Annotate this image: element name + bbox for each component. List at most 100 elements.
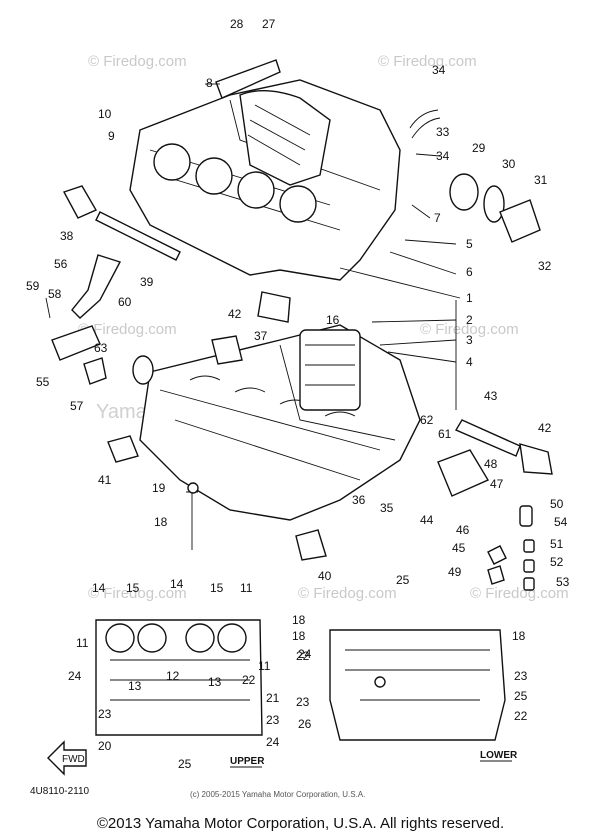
watermark-bottom-left: © Firedog.com [88,585,187,602]
upper-crankcase [129,79,401,281]
callout-60: 60 [118,295,132,309]
callout-40: 40 [318,569,332,583]
callout-39: 39 [140,275,154,289]
callout-31: 31 [534,173,548,187]
callout-55: 55 [36,375,50,389]
callout-45: 45 [452,541,466,555]
lower-callout-24: 24 [298,647,312,661]
callout-28: 28 [230,17,244,31]
upper-bolt-layout: 14 15 14 15 11 11 11 24 13 12 13 22 21 2… [47,577,280,776]
leader-lines [45,83,461,410]
callout-59: 59 [26,279,40,293]
lower-callout-25-right: 25 [514,689,528,703]
upper-callout-20: 20 [98,739,112,753]
upper-callout-11-left: 11 [76,636,89,650]
callout-35: 35 [380,501,394,515]
callout-44: 44 [420,513,434,527]
callout-48: 48 [484,457,498,471]
lower-callout-23-left: 23 [296,695,310,709]
callout-53-right: 53 [556,575,570,589]
callout-43: 43 [484,389,498,403]
upper-callout-12: 12 [166,669,180,683]
callout-10: 10 [98,107,112,121]
lower-callout-18-a: 18 [292,613,306,627]
lower-callout-23-right: 23 [514,669,528,683]
callout-58: 58 [48,287,62,301]
watermark-bottom-mid: © Firedog.com [298,585,397,602]
callout-51: 51 [550,537,564,551]
upper-callout-23-right: 23 [266,713,280,727]
lower-callout-22-left: 22 [296,649,310,663]
upper-callout-14-left: 14 [92,581,106,595]
upper-callout-11-top: 11 [240,581,253,595]
callout-62: 62 [420,413,434,427]
callout-32: 32 [538,259,552,273]
callout-36: 36 [352,493,366,507]
lower-bolt-layout: 25 18 18 18 22 24 23 23 25 26 22 LOWER [292,573,528,762]
upper-label: UPPER [230,756,265,767]
watermark-top-right: © Firedog.com [378,53,477,70]
callout-57: 57 [70,399,84,413]
lower-callout-18-right: 18 [512,629,526,643]
callout-50: 50 [550,497,564,511]
callout-19: 19 [152,481,166,495]
upper-callout-24-left: 24 [68,669,82,683]
callout-34-bottom: 34 [436,149,450,163]
lower-callout-26: 26 [298,717,312,731]
callout-54: 54 [554,515,568,529]
callout-42-right: 42 [538,421,552,435]
callout-52: 52 [550,555,564,569]
callout-47: 47 [490,477,504,491]
callout-4: 4 [466,355,473,369]
lower-callout-25-top: 25 [396,573,410,587]
callout-8: 8 [206,76,213,90]
watermark-bottom-right: © Firedog.com [470,585,569,602]
callout-63: 63 [94,341,108,355]
callout-42-left: 42 [228,307,242,321]
callout-5: 5 [466,237,473,251]
upper-callout-13-right: 13 [208,675,222,689]
front-arrow-label: FWD [62,754,85,765]
upper-callout-11-right: 11 [258,659,271,673]
upper-callout-22: 22 [242,673,256,687]
callout-49: 49 [448,565,462,579]
callout-18: 18 [154,515,168,529]
small-parts [51,59,553,591]
callout-30: 30 [502,157,516,171]
watermarks: © Firedog.com © Firedog.com © Firedog.co… [78,53,569,602]
upper-callout-24-right: 24 [266,735,280,749]
upper-callout-23-left: 23 [98,707,112,721]
upper-callout-25: 25 [178,757,192,771]
callout-1: 1 [466,291,473,305]
callout-61: 61 [438,427,452,441]
lower-callout-18-b: 18 [292,629,306,643]
callout-16: 16 [326,313,340,327]
callout-29: 29 [472,141,486,155]
callout-7: 7 [434,211,441,225]
footer-copyright: ©2013 Yamaha Motor Corporation, U.S.A. A… [96,815,505,832]
callout-33: 33 [436,125,450,139]
callout-34-top: 34 [432,63,446,77]
callout-37: 37 [254,329,268,343]
lower-crankcase [139,324,421,521]
lower-label: LOWER [480,750,518,761]
inner-copyright: (c) 2005-2015 Yamaha Motor Corporation, … [190,790,365,799]
upper-callout-21: 21 [266,691,280,705]
upper-callout-15-right: 15 [210,581,224,595]
callouts-main: 1 2 3 4 5 6 7 8 9 10 16 18 19 27 28 29 3… [26,17,570,589]
callout-3: 3 [466,333,473,347]
upper-callout-13-left: 13 [128,679,142,693]
lower-callout-22-right: 22 [514,709,528,723]
callout-38: 38 [60,229,74,243]
upper-callout-14-right: 14 [170,577,184,591]
diagram-code: 4U8110-2110 [30,786,90,797]
callout-27: 27 [262,17,276,31]
callout-41: 41 [98,473,112,487]
callout-6: 6 [466,265,473,279]
callout-56: 56 [54,257,68,271]
watermark-mid-right: © Firedog.com [420,321,519,338]
watermark-mid-left: © Firedog.com [78,321,177,338]
callout-2: 2 [466,313,473,327]
watermark-top-left: © Firedog.com [88,53,187,70]
